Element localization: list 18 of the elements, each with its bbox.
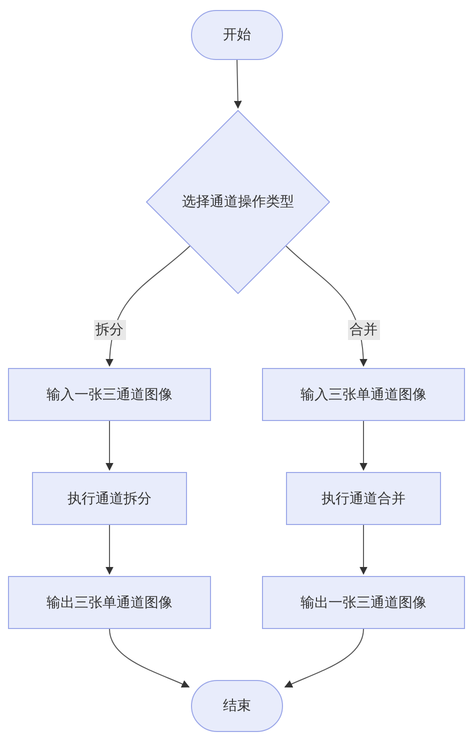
terminal-shape: 结束 — [191, 680, 283, 732]
process-box: 输出三张单通道图像 — [8, 576, 211, 629]
arrow — [106, 420, 114, 471]
process-box: 输入一张三通道图像 — [8, 368, 211, 421]
arrow — [360, 524, 368, 575]
process-box: 执行通道合并 — [286, 472, 441, 525]
arrow — [109, 628, 190, 688]
arrow — [106, 524, 114, 575]
process-box: 输出一张三通道图像 — [262, 576, 465, 629]
process-box: 输入三张单通道图像 — [262, 368, 465, 421]
arrow — [360, 420, 368, 471]
arrow — [284, 628, 364, 688]
edge-label: 合并 — [348, 320, 380, 340]
terminal-shape: 开始 — [191, 10, 283, 60]
process-box: 执行通道拆分 — [32, 472, 187, 525]
edge-label: 拆分 — [94, 320, 126, 340]
arrow — [234, 60, 242, 109]
decision-diamond: 选择通道操作类型 — [146, 110, 330, 294]
